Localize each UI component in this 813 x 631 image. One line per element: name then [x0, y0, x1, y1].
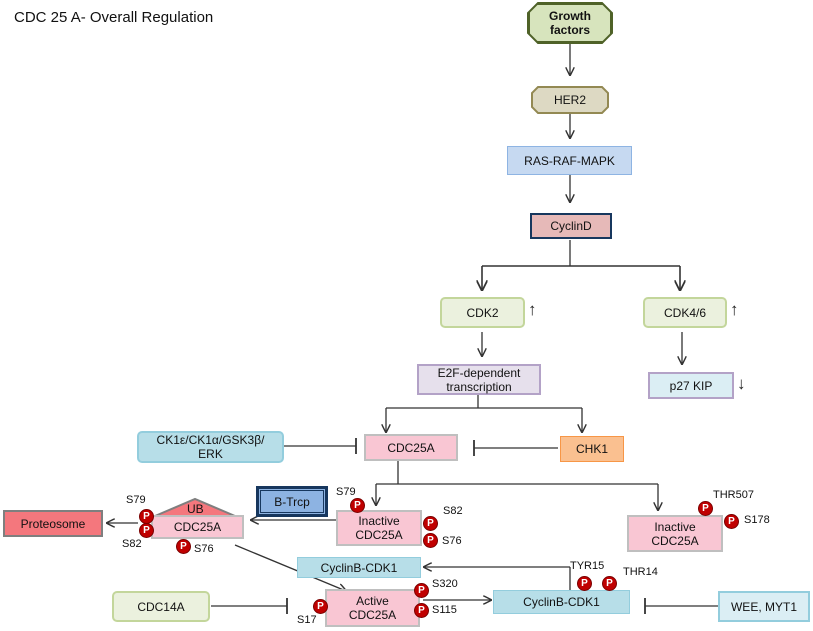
- proteosome-node: Proteosome: [3, 510, 103, 537]
- e2f-node: E2F-dependent transcription: [417, 364, 541, 395]
- site-s82-left: S82: [122, 538, 142, 550]
- cyclind-node: CyclinD: [530, 213, 612, 239]
- ras-raf-mapk-node: RAS-RAF-MAPK: [507, 146, 632, 175]
- proteosome-label: Proteosome: [20, 516, 86, 531]
- p27-down-arrow-icon: ↓: [737, 374, 746, 393]
- wee-myt1-node: WEE, MYT1: [718, 591, 810, 622]
- chk1-label: CHK1: [575, 442, 608, 456]
- ras-raf-mapk-label: RAS-RAF-MAPK: [524, 153, 615, 168]
- her2-node: HER2: [532, 87, 608, 113]
- cdc14a-node: CDC14A: [112, 591, 210, 622]
- site-thr14: THR14: [623, 566, 658, 578]
- active-cdc25a-label: Active CDC25A: [348, 594, 397, 622]
- p27-node: p27 KIP: [648, 372, 734, 399]
- phospho-s320-icon: P: [414, 583, 429, 598]
- inactive-cdc25a-mid-node: Inactive CDC25A: [336, 510, 422, 546]
- phospho-thr14-icon: P: [602, 576, 617, 591]
- phospho-s82-left-icon: P: [139, 523, 154, 538]
- inactive-cdc25a-right-node: Inactive CDC25A: [627, 515, 723, 552]
- site-s76-mid: S76: [442, 535, 462, 547]
- site-tyr15: TYR15: [570, 560, 605, 572]
- inactive-cdc25a-right-label: Inactive CDC25A: [651, 519, 699, 548]
- p27-label: p27 KIP: [669, 378, 713, 393]
- site-s178: S178: [744, 514, 770, 526]
- cdk2-node: CDK2: [440, 297, 525, 328]
- phospho-tyr15-icon: P: [577, 576, 592, 591]
- phospho-s79-mid-icon: P: [350, 498, 365, 513]
- phospho-s115-icon: P: [414, 603, 429, 618]
- cdk2-label: CDK2: [466, 305, 499, 320]
- cyclind-label: CyclinD: [550, 219, 592, 233]
- diagram-title: CDC 25 A- Overall Regulation: [14, 9, 214, 26]
- cdc25a-label: CDC25A: [387, 440, 435, 455]
- chk1-node: CHK1: [560, 436, 624, 462]
- her2-label: HER2: [553, 93, 586, 107]
- cdk2-up-arrow-icon: ↑: [528, 300, 537, 319]
- phospho-s76-mid-icon: P: [423, 533, 438, 548]
- phospho-s178-icon: P: [724, 514, 739, 529]
- cdk46-up-arrow-icon: ↑: [730, 300, 739, 319]
- ck1-gsk3-erk-node: CK1ε/CK1α/GSK3β/ ERK: [137, 431, 284, 463]
- phospho-s79-left-icon: P: [139, 509, 154, 524]
- site-s76-left: S76: [194, 543, 214, 555]
- cdk46-node: CDK4/6: [643, 297, 727, 328]
- wee-myt1-label: WEE, MYT1: [730, 599, 797, 614]
- site-s320: S320: [432, 578, 458, 590]
- b-trcp-label: B-Trcp: [274, 494, 310, 509]
- phospho-thr507-icon: P: [698, 501, 713, 516]
- ub-cdc25a-node: CDC25A: [151, 515, 244, 539]
- cyclinb-cdk1-main-node: CyclinB-CDK1: [493, 590, 630, 614]
- site-thr507: THR507: [713, 489, 754, 501]
- cdc25a-node: CDC25A: [364, 434, 458, 461]
- site-s17: S17: [297, 614, 317, 626]
- phospho-s82-mid-icon: P: [423, 516, 438, 531]
- site-s79-left: S79: [126, 494, 146, 506]
- cyclinb-cdk1-main-label: CyclinB-CDK1: [523, 595, 600, 609]
- inactive-cdc25a-mid-label: Inactive CDC25A: [355, 514, 403, 542]
- ub-cdc25a-label: CDC25A: [173, 520, 222, 534]
- ck1-gsk3-erk-label: CK1ε/CK1α/GSK3β/ ERK: [156, 433, 265, 461]
- e2f-label: E2F-dependent transcription: [437, 365, 521, 394]
- site-s79-mid: S79: [336, 486, 356, 498]
- cdc14a-label: CDC14A: [137, 599, 185, 614]
- ub-label: UB: [187, 502, 204, 516]
- active-cdc25a-node: Active CDC25A: [325, 589, 420, 627]
- phospho-s76-left-icon: P: [176, 539, 191, 554]
- cyclinb-cdk1-top-label: CyclinB-CDK1: [320, 560, 398, 575]
- phospho-s17-icon: P: [313, 599, 328, 614]
- b-trcp-node: B-Trcp: [256, 486, 328, 517]
- cyclinb-cdk1-top-node: CyclinB-CDK1: [297, 557, 421, 578]
- site-s82-mid: S82: [443, 505, 463, 517]
- site-s115: S115: [432, 604, 457, 616]
- cdk46-label: CDK4/6: [663, 305, 707, 320]
